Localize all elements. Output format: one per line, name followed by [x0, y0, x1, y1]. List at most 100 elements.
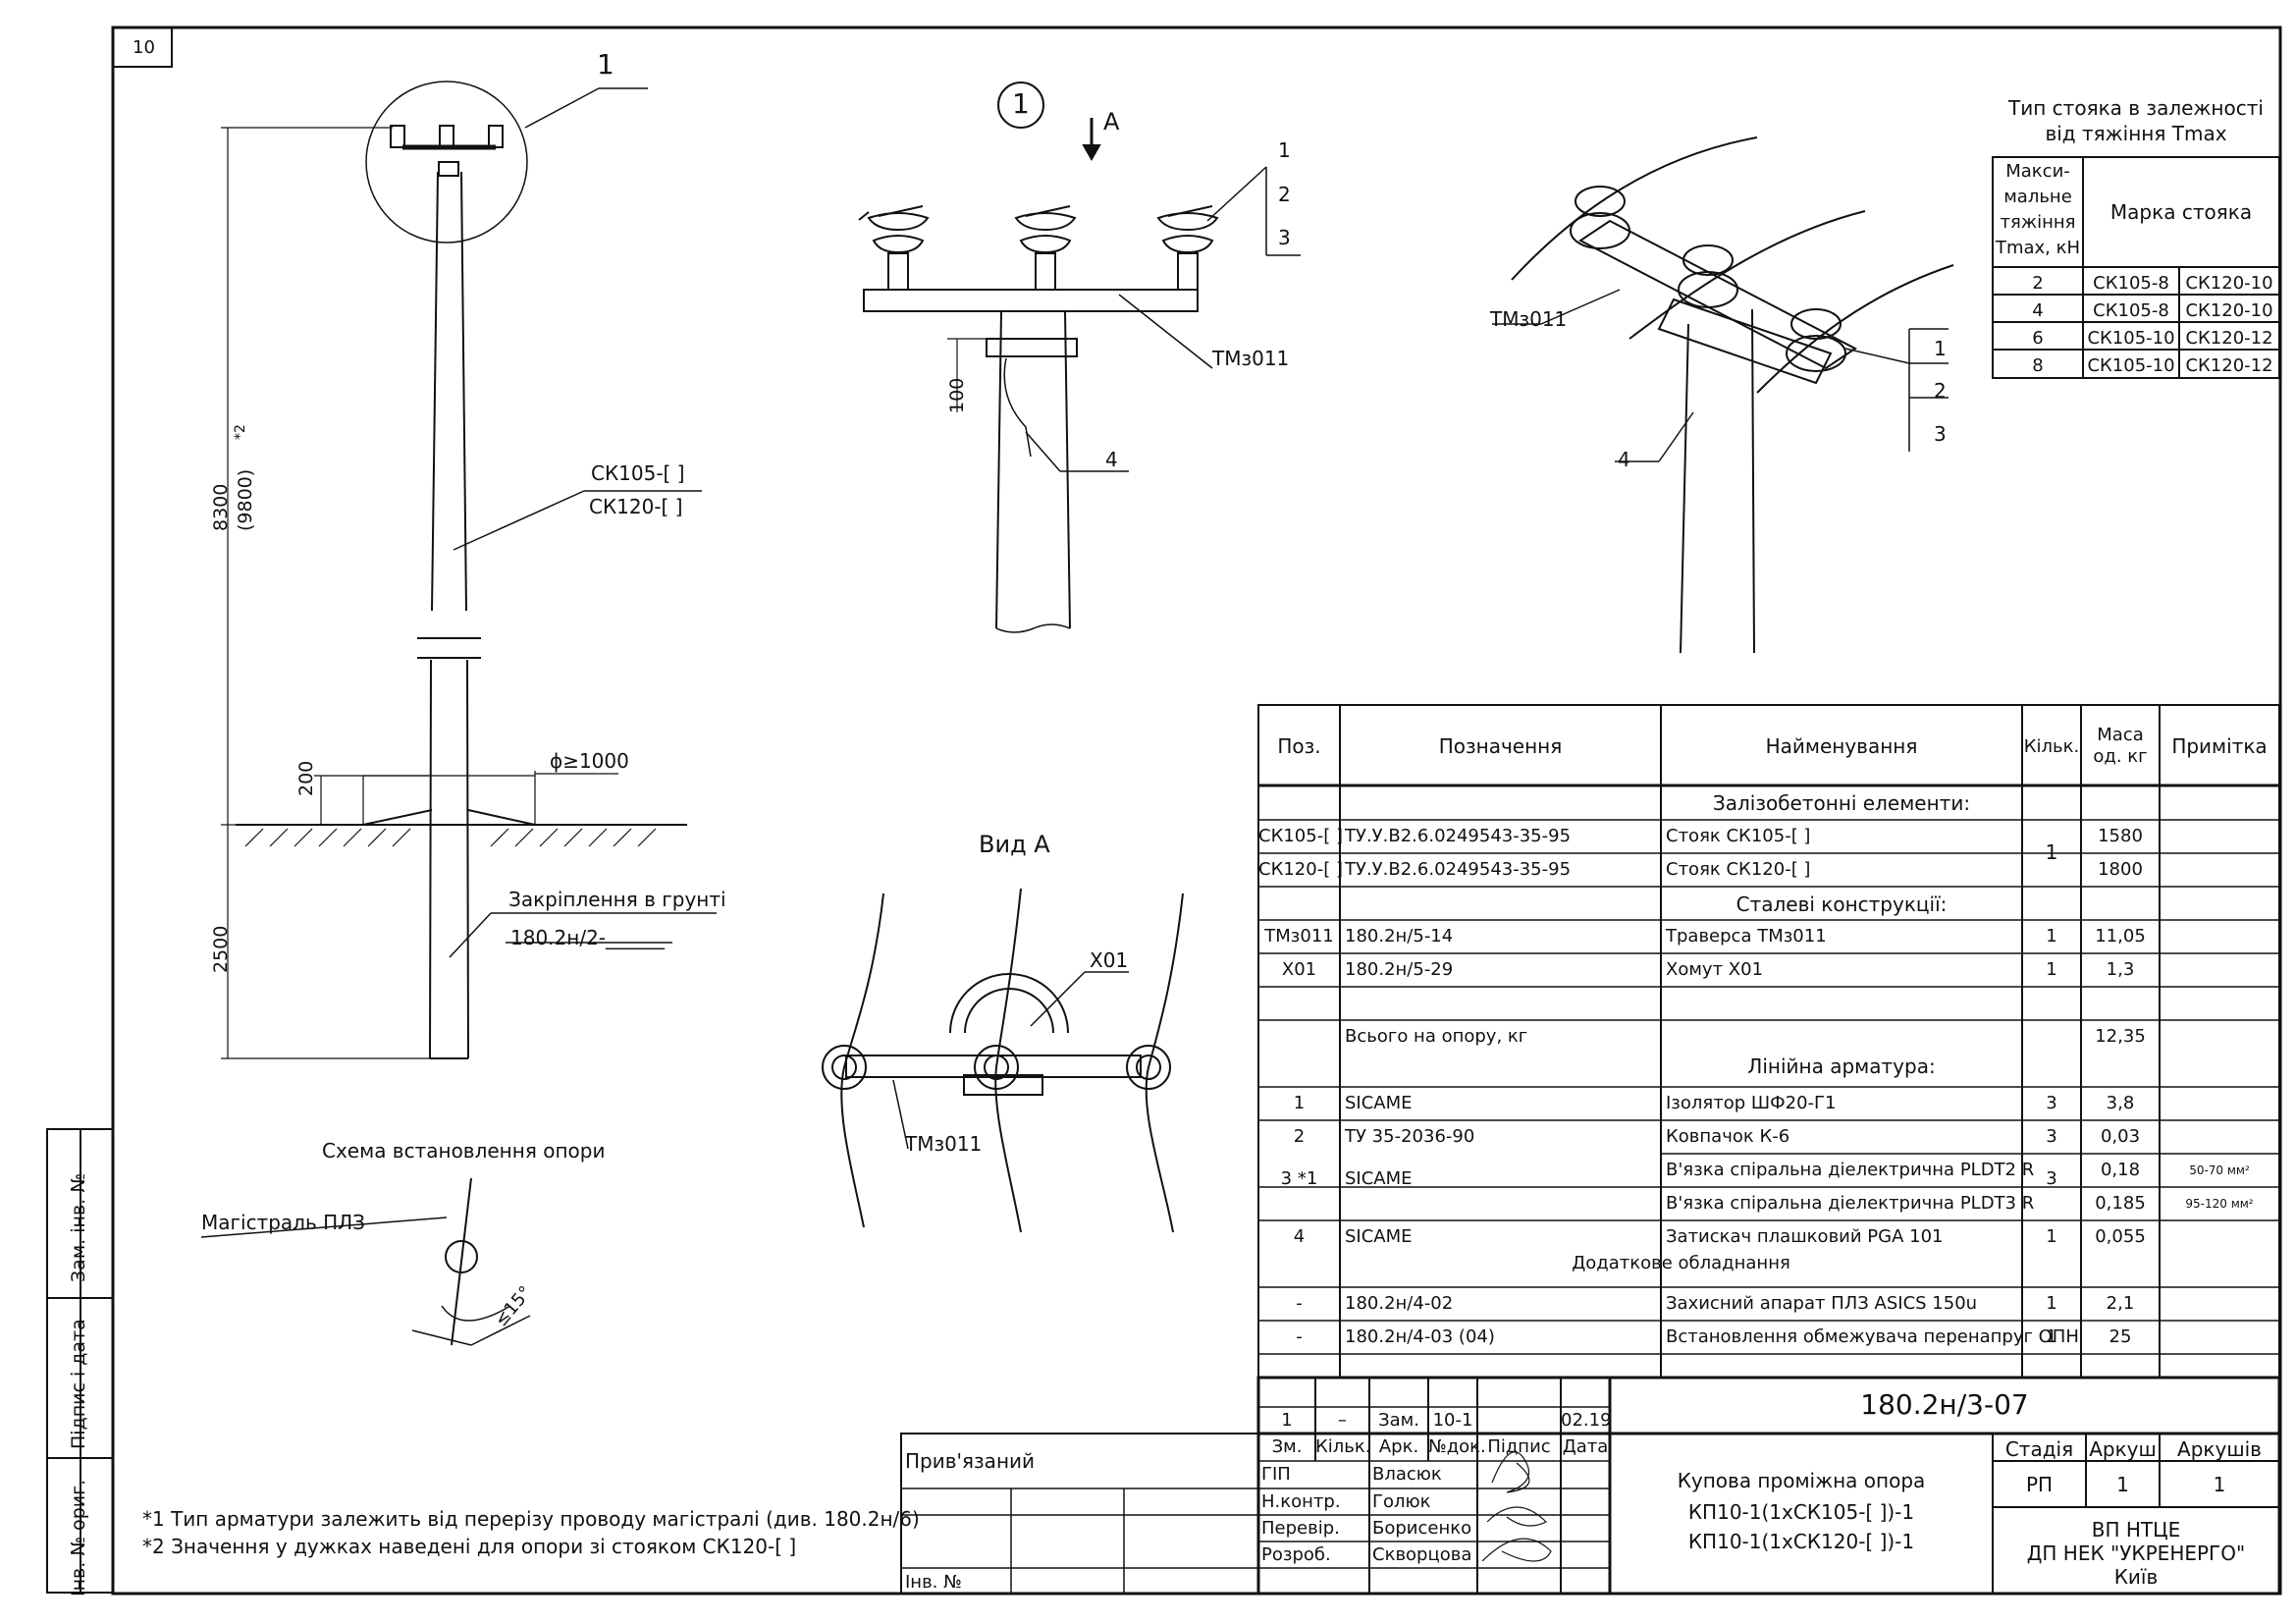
spec-cell-name: Стояк СК105-[ ]: [1666, 826, 1811, 846]
spec-cell-mass: 0,18: [2100, 1160, 2141, 1180]
iso-label-3: 3: [1934, 422, 1947, 446]
type-row-tension: 6: [2032, 328, 2044, 349]
spec-cell-pos: ТМз011: [1264, 926, 1334, 947]
spec-cell-name: Встановлення обмежувача перенапруг ОПН: [1666, 1326, 2079, 1347]
clamp-label: Х01: [1090, 948, 1129, 972]
height-alt-dim: (9800): [235, 468, 256, 531]
scheme-line-label: Магістраль ПЛЗ: [201, 1211, 366, 1234]
spec-cell-qty: 3: [2046, 1126, 2057, 1147]
revision-cell: Зам.: [1378, 1410, 1419, 1431]
spec-header-mass: Маса од. кг: [2093, 725, 2148, 767]
spec-cell-mass: 1800: [2098, 859, 2143, 880]
stage-value: РП: [2025, 1473, 2054, 1496]
fixing-ref: 180.2н/2-______: [510, 926, 666, 949]
title-line-2: КП10-1(1хСК105-[ ])-1: [1687, 1500, 1915, 1524]
revision-header-cell: Підпис: [1487, 1436, 1551, 1457]
detail-1-marker: 1: [1012, 87, 1030, 120]
type-row-mark-b: СК120-12: [2185, 328, 2273, 349]
spec-cell-pos: -: [1296, 1326, 1303, 1347]
type-row-mark-a: СК105-8: [2093, 300, 2169, 321]
spec-extra-equipment: Додаткове обладнання: [1572, 1253, 1790, 1273]
revision-header-cell: Кільк.: [1315, 1436, 1371, 1457]
view-a-traverse-label: ТМз011: [905, 1132, 983, 1156]
side-stamp-lines: [46, 1128, 114, 1594]
type-row-tension: 4: [2032, 300, 2044, 321]
view-a-title: Вид А: [979, 831, 1050, 858]
type-row-mark-a: СК105-10: [2087, 328, 2175, 349]
type-col1-h4: Тmax, кН: [1995, 238, 2081, 258]
spec-cell-designation: Всього на опору, кг: [1345, 1026, 1528, 1047]
spec-cell-pos: 4: [1293, 1226, 1306, 1247]
role-title: Розроб.: [1261, 1544, 1331, 1565]
fixing-label: Закріплення в грунті: [508, 888, 726, 911]
type-row-mark-b: СК120-10: [2185, 300, 2273, 321]
spec-cell-name: Хомут Х01: [1666, 959, 1764, 980]
spec-cell-mass: 0,03: [2100, 1126, 2141, 1147]
spec-section-title: Сталеві конструкції:: [1735, 893, 1948, 916]
type-table-lines: [1992, 156, 2280, 379]
spec-cell-designation: ТУ 35-2036-90: [1345, 1126, 1475, 1147]
spec-cell-qty: 1: [2046, 1226, 2057, 1247]
pole-mark-1: СК105-[ ]: [591, 461, 685, 485]
iso-label-1: 1: [1934, 337, 1947, 360]
sheet-header: Аркуш: [2089, 1437, 2157, 1461]
pole-mark-2: СК120-[ ]: [589, 495, 683, 518]
sheet-number-box: [112, 27, 173, 68]
diameter-label: ϕ≥1000: [550, 749, 629, 773]
spec-cell-mass: 2,1: [2106, 1293, 2135, 1314]
footnote-1: *1 Тип арматури залежить від перерізу пр…: [142, 1507, 920, 1531]
spec-cell-mass: 25: [2109, 1326, 2132, 1347]
title-line-3: КП10-1(1хСК120-[ ])-1: [1687, 1530, 1915, 1553]
revision-cell: 02.19: [1561, 1410, 1612, 1431]
type-row-mark-a: СК105-10: [2087, 355, 2175, 376]
detail-label-4: 4: [1105, 448, 1118, 471]
detail-traverse-label: ТМз011: [1212, 347, 1290, 370]
spec-cell-note: 50-70 мм²: [2189, 1163, 2250, 1177]
view-arrow-label: A: [1103, 108, 1120, 135]
detail-label-2: 2: [1278, 183, 1291, 206]
org-line-1: ВП НТЦЕ: [2091, 1518, 2181, 1542]
stage-header: Стадія: [2004, 1437, 2074, 1461]
type-col2-header: Марка стояка: [2109, 200, 2253, 224]
dim-100: 100: [946, 377, 968, 413]
revision-cell: –: [1338, 1410, 1347, 1431]
spec-header-pos: Поз.: [1277, 734, 1321, 758]
role-title: Н.контр.: [1261, 1491, 1341, 1512]
sheet-number: 10: [133, 37, 155, 58]
spec-cell-qty: 1: [2046, 926, 2057, 947]
spec-cell-name: Ізолятор ШФ20-Г1: [1666, 1093, 1837, 1113]
stamp-replacement-inv: Зам. інв. №: [68, 1173, 89, 1282]
spec-section-title: Залізобетонні елементи:: [1712, 791, 1971, 815]
spec-cell-designation: ТУ.У.В2.6.0249543-35-95: [1345, 826, 1572, 846]
spec-header-name: Найменування: [1765, 734, 1918, 758]
spec-cell-designation: 180.2н/5-29: [1345, 959, 1454, 980]
spec-qty-3: 3: [2046, 1168, 2057, 1189]
spec-cell-name: Траверса ТМз011: [1666, 926, 1827, 947]
spec-cell-pos: 1: [1293, 1093, 1306, 1113]
spec-pos-3: 3 *1: [1280, 1168, 1318, 1189]
traverse-detail: [858, 81, 1301, 633]
role-name: Власюк: [1372, 1464, 1442, 1485]
type-table-title-2: від тяжіння Тmax: [2045, 122, 2227, 145]
spec-cell-qty: 1: [2046, 1293, 2057, 1314]
spec-linear-fittings: Лінійна арматура:: [1747, 1055, 1936, 1078]
type-table-title-1: Тип стояка в залежності: [2008, 96, 2264, 120]
spec-cell-designation: SICAME: [1345, 1226, 1413, 1247]
footnote-2: *2 Значення у дужках наведені для опори …: [142, 1535, 797, 1558]
spec-cell-mass: 0,055: [2095, 1226, 2146, 1247]
title-block-lines: [900, 1376, 2281, 1596]
spec-cell-mass: 1580: [2098, 826, 2143, 846]
spec-cell-mass: 0,185: [2095, 1193, 2146, 1214]
inv-label: Інв. №: [905, 1572, 962, 1593]
role-title: ГІП: [1261, 1464, 1291, 1485]
doc-code: 180.2н/3-07: [1860, 1388, 2029, 1421]
spec-cell-name: Затискач плашковий PGA 101: [1666, 1226, 1944, 1247]
spec-merged-qty: 1: [2045, 840, 2058, 864]
spec-cell-designation: ТУ.У.В2.6.0249543-35-95: [1345, 859, 1572, 880]
iso-label-4: 4: [1618, 448, 1630, 471]
spec-cell-mass: 3,8: [2106, 1093, 2135, 1113]
spec-cell-name: Стояк СК120-[ ]: [1666, 859, 1811, 880]
spec-cell-mass: 11,05: [2095, 926, 2146, 947]
detail-label-3: 3: [1278, 226, 1291, 249]
